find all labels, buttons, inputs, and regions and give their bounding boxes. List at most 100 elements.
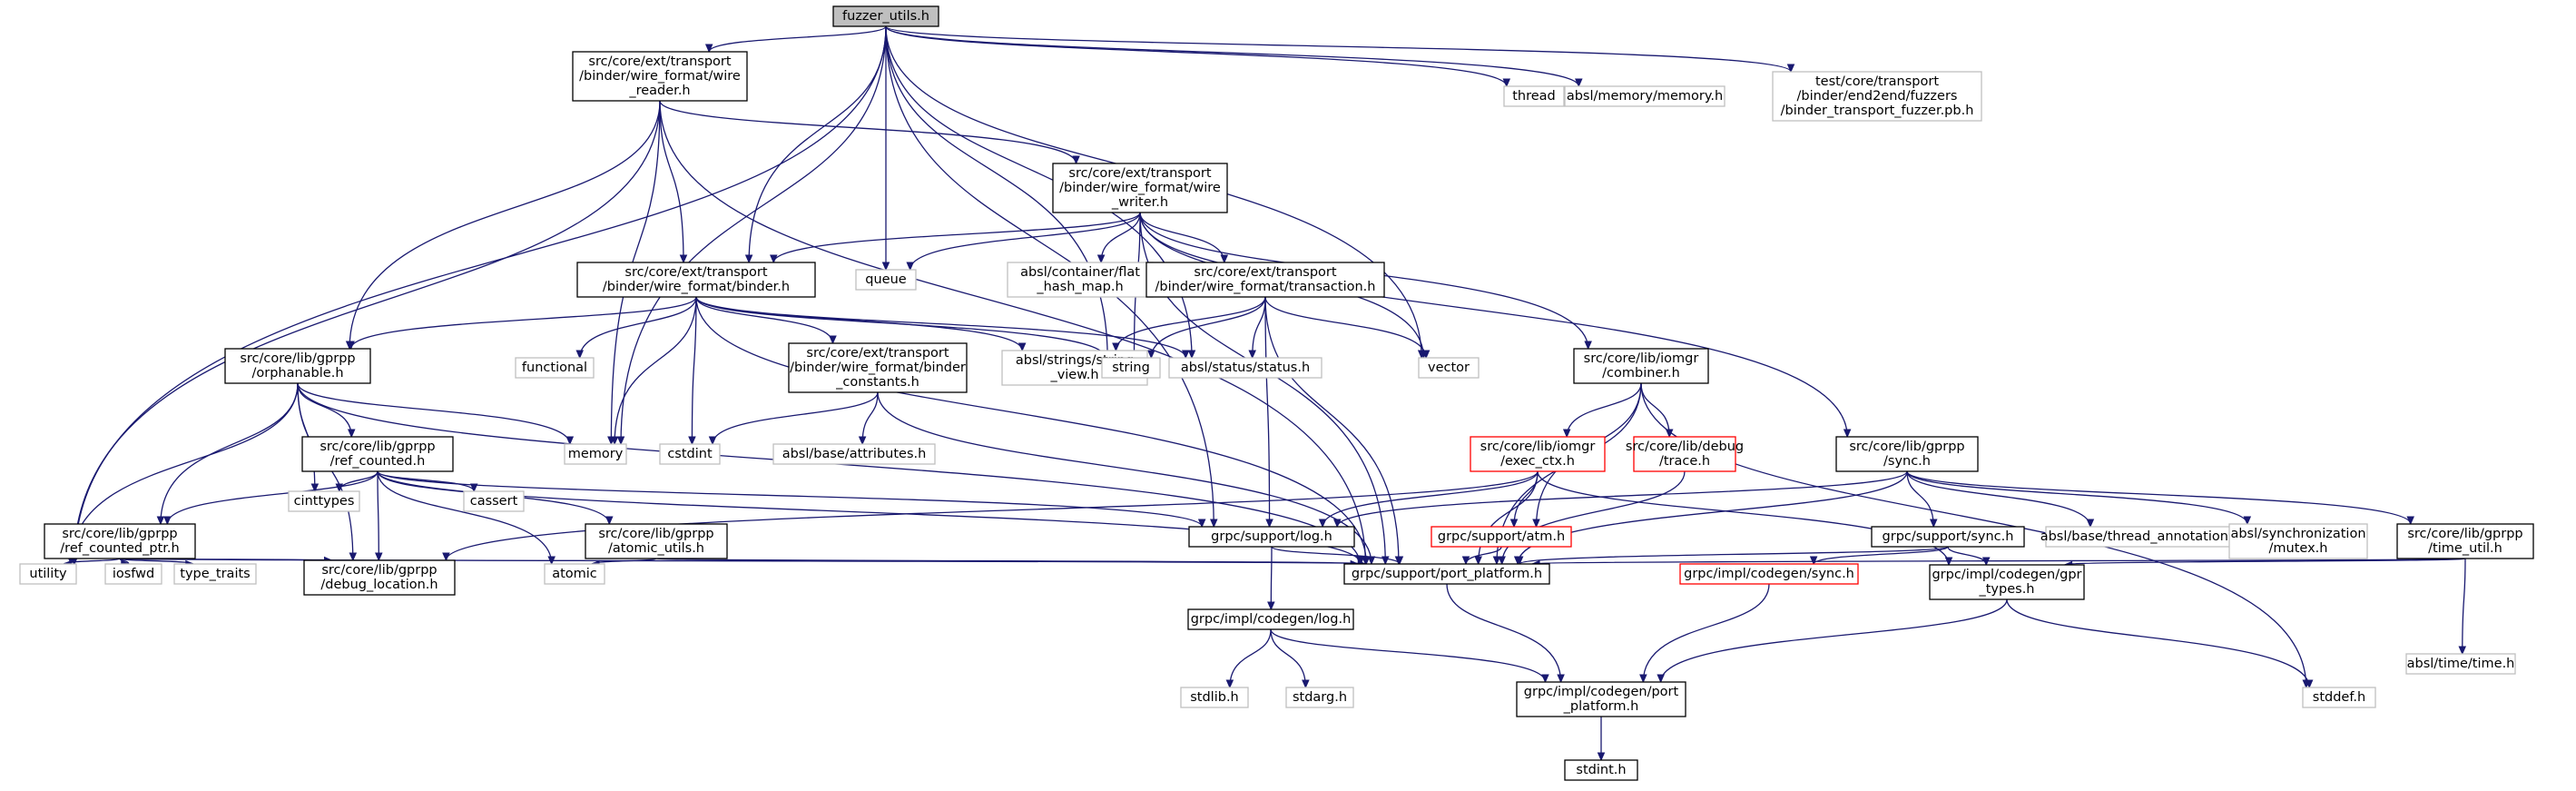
arrowhead-binder-to-binder_constants: [829, 335, 837, 345]
node-port_platform-box: [1343, 563, 1550, 585]
node-flat_hash_map-label-line: _hash_map.h: [1036, 280, 1123, 294]
arrowhead-wire_writer-to-queue: [906, 262, 914, 272]
node-binder[interactable]: src/core/ext/transport/binder/wire_forma…: [576, 262, 816, 298]
arrowhead-log-to-codegen_log: [1267, 601, 1275, 611]
node-cinttypes-box: [288, 490, 360, 512]
node-gprpp_sync[interactable]: src/core/lib/gprpp/sync.h: [1835, 436, 1979, 472]
node-time_util-label-line: /time_util.h: [2428, 541, 2502, 556]
node-vector-box: [1418, 357, 1480, 379]
arrowhead-codegen_log-to-stdlib: [1225, 679, 1234, 689]
node-status: absl/status/status.h: [1168, 357, 1322, 379]
arrowhead-binder-to-status: [1181, 350, 1190, 360]
node-fuzzer_pb-label-line: test/core/transport: [1815, 74, 1939, 89]
node-codegen_port_platform[interactable]: grpc/impl/codegen/port_platform.h: [1516, 681, 1686, 717]
edge-gpr_types-to-stddef: [2006, 598, 2310, 688]
node-absl_mutex: absl/synchronization/mutex.h: [2228, 523, 2368, 559]
node-atm-label-line: grpc/support/atm.h: [1438, 529, 1565, 544]
node-binder_constants-box: [788, 342, 968, 393]
node-log[interactable]: grpc/support/log.h: [1188, 526, 1355, 548]
node-wire_reader[interactable]: src/core/ext/transport/binder/wire_forma…: [572, 51, 748, 102]
edge-time_util-to-absl_time: [2462, 558, 2466, 655]
node-binder-box: [576, 262, 816, 298]
node-functional-label-line: functional: [522, 361, 587, 375]
node-memory: memory: [564, 443, 627, 465]
node-support_sync[interactable]: grpc/support/sync.h: [1871, 526, 2025, 548]
node-port_platform[interactable]: grpc/support/port_platform.h: [1343, 563, 1550, 585]
edge-wire_writer-to-flat_hash_map: [1100, 212, 1141, 263]
node-codegen_sync[interactable]: grpc/impl/codegen/sync.h: [1679, 563, 1859, 585]
arrowhead-time_util-to-absl_time: [2458, 646, 2467, 656]
edge-fuzzer_utils-to-wire_reader: [708, 25, 887, 53]
edge-binder-to-orphanable: [349, 296, 697, 350]
node-ref_counted_ptr-label-line: src/core/lib/gprpp: [62, 527, 177, 541]
edge-exec_ctx-to-port_platform: [1478, 470, 1539, 565]
node-absl_memory-label-line: absl/memory/memory.h: [1567, 89, 1723, 104]
node-atomic_utils-label-line: /atomic_utils.h: [608, 541, 704, 556]
node-orphanable[interactable]: src/core/lib/gprpp/orphanable.h: [224, 348, 371, 384]
edge-binder_constants-to-cstdint: [712, 391, 879, 445]
node-gpr_types[interactable]: grpc/impl/codegen/gpr_types.h: [1929, 564, 2085, 600]
node-absl_time-box: [2405, 653, 2516, 675]
arrowhead-binder-to-orphanable: [347, 341, 355, 351]
node-time_util[interactable]: src/core/lib/gprpp/time_util.h: [2396, 523, 2534, 559]
node-stdint-box: [1564, 759, 1638, 781]
edge-binder-to-string: [695, 296, 1106, 359]
node-combiner[interactable]: src/core/lib/iomgr/combiner.h: [1573, 348, 1709, 384]
node-atomic_utils[interactable]: src/core/lib/gprpp/atomic_utils.h: [585, 523, 728, 559]
node-trace-box: [1633, 436, 1736, 472]
arrowhead-wire_writer-to-transaction: [1220, 254, 1229, 264]
edge-wire_reader-to-utility: [73, 100, 661, 565]
arrowhead-ref_counted-to-ref_counted_ptr: [163, 516, 172, 526]
node-ref_counted[interactable]: src/core/lib/gprpp/ref_counted.h: [301, 436, 454, 472]
node-stdarg: stdarg.h: [1285, 687, 1354, 708]
arrowhead-exec_ctx-to-debug_location: [442, 552, 450, 562]
node-thread: thread: [1503, 85, 1565, 107]
edge-gprpp_sync-to-absl_mutex: [1906, 470, 2248, 525]
edge-transaction-to-string_view: [1115, 296, 1266, 351]
node-fuzzer_utils: fuzzer_utils.h: [832, 5, 939, 27]
node-absl_time: absl/time/time.h: [2405, 653, 2516, 675]
node-fuzzer_pb-label-line: /binder_transport_fuzzer.pb.h: [1781, 104, 1974, 118]
node-flat_hash_map-label-line: absl/container/flat: [1020, 265, 1140, 280]
node-exec_ctx[interactable]: src/core/lib/iomgr/exec_ctx.h: [1470, 436, 1606, 472]
node-cassert: cassert: [463, 490, 525, 512]
node-atomic_utils-label-line: src/core/lib/gprpp: [598, 527, 713, 541]
node-atomic: atomic: [544, 563, 605, 585]
node-transaction[interactable]: src/core/ext/transport/binder/wire_forma…: [1145, 262, 1385, 298]
node-codegen_log[interactable]: grpc/impl/codegen/log.h: [1187, 608, 1354, 630]
arrowhead-transaction-to-string_view: [1112, 342, 1120, 352]
node-atm[interactable]: grpc/support/atm.h: [1431, 526, 1572, 548]
edge-fuzzer_utils-to-fuzzer_pb: [885, 25, 1792, 73]
node-binder_constants[interactable]: src/core/ext/transport/binder/wire_forma…: [788, 342, 968, 393]
edge-fuzzer_utils-to-memory: [620, 25, 887, 445]
node-debug_location[interactable]: src/core/lib/gprpp/debug_location.h: [303, 559, 456, 596]
edge-fuzzer_utils-to-thread: [885, 25, 1508, 87]
node-functional-box: [515, 357, 595, 379]
node-codegen_log-label-line: grpc/impl/codegen/log.h: [1191, 612, 1352, 627]
arrowhead-wire_reader-to-wire_writer: [1072, 155, 1080, 165]
arrowhead-binder_constants-to-port_platform: [1367, 556, 1376, 566]
edge-codegen_log-to-stdlib: [1229, 628, 1272, 688]
node-wire_writer[interactable]: src/core/ext/transport/binder/wire_forma…: [1052, 163, 1228, 213]
edge-binder-to-status: [695, 296, 1186, 359]
node-trace-label-line: src/core/lib/debug: [1626, 440, 1744, 454]
edge-gprpp_sync-to-support_sync: [1906, 470, 1934, 528]
edge-log-to-port_platform: [1271, 546, 1401, 565]
node-binder-label-line: src/core/ext/transport: [624, 265, 767, 280]
edge-log-to-codegen_log: [1270, 546, 1273, 610]
arrowhead-ref_counted-to-cassert: [469, 483, 478, 493]
node-memory-label-line: memory: [568, 447, 624, 461]
node-absl_time-label-line: absl/time/time.h: [2407, 657, 2515, 671]
arrowhead-transaction-to-log: [1265, 519, 1273, 529]
node-trace[interactable]: src/core/lib/debug/trace.h: [1626, 436, 1744, 472]
node-type_traits-box: [173, 563, 257, 585]
node-debug_location-label-line: /debug_location.h: [320, 578, 438, 592]
edge-binder-to-functional: [579, 296, 697, 359]
edge-wire_writer-to-gprpp_sync: [1139, 212, 1848, 438]
edge-transaction-to-vector: [1264, 296, 1427, 359]
node-combiner-label-line: /combiner.h: [1602, 366, 1680, 381]
node-support_sync-label-line: grpc/support/sync.h: [1883, 529, 2014, 544]
node-stdint[interactable]: stdint.h: [1564, 759, 1638, 781]
node-support_sync-box: [1871, 526, 2025, 548]
node-ref_counted_ptr[interactable]: src/core/lib/gprpp/ref_counted_ptr.h: [44, 523, 196, 559]
